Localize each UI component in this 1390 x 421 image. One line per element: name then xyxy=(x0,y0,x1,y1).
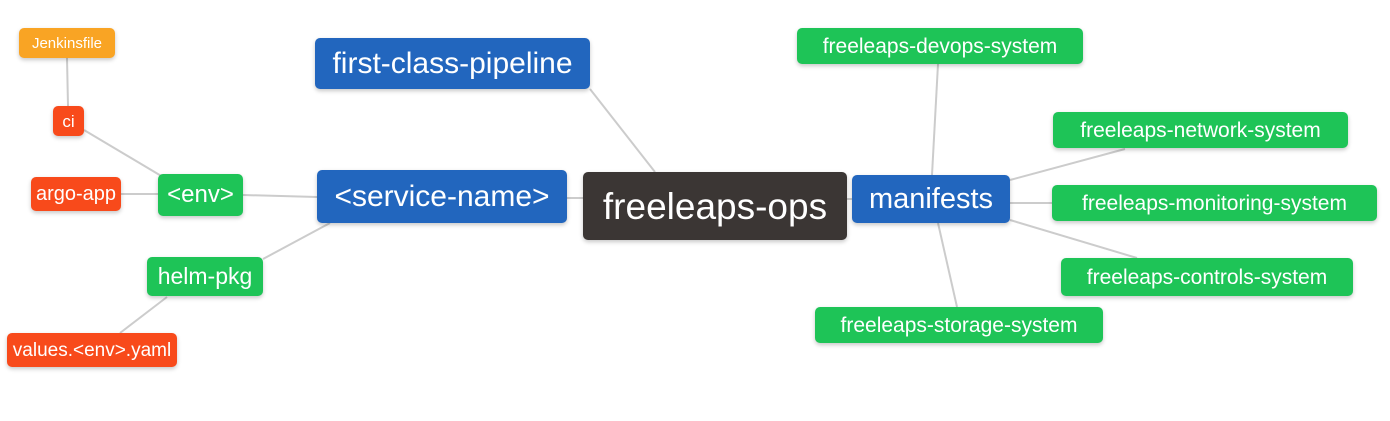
edge-manifests-to-devops-system xyxy=(931,63,939,176)
node-argo-app[interactable]: argo-app xyxy=(31,177,121,211)
edge-helm-pkg-to-service-name xyxy=(262,222,331,260)
node-values-env-yaml[interactable]: values.<env>.yaml xyxy=(7,333,177,367)
node-monitoring-system[interactable]: freeleaps-monitoring-system xyxy=(1052,185,1377,221)
edge-first-class-pipeline-to-freeleaps-ops xyxy=(589,88,656,173)
node-freeleaps-ops[interactable]: freeleaps-ops xyxy=(583,172,847,240)
node-first-class-pipeline[interactable]: first-class-pipeline xyxy=(315,38,590,89)
edge-manifests-to-storage-system xyxy=(937,222,958,308)
node-devops-system[interactable]: freeleaps-devops-system xyxy=(797,28,1083,64)
edge-manifests-to-network-system xyxy=(1009,148,1126,181)
edge-jenkinsfile-to-ci xyxy=(66,57,69,107)
node-storage-system[interactable]: freeleaps-storage-system xyxy=(815,307,1103,343)
node-network-system[interactable]: freeleaps-network-system xyxy=(1053,112,1348,148)
edge-manifests-to-controls-system xyxy=(1009,219,1138,259)
node-controls-system[interactable]: freeleaps-controls-system xyxy=(1061,258,1353,296)
node-helm-pkg[interactable]: helm-pkg xyxy=(147,257,263,296)
node-env[interactable]: <env> xyxy=(158,174,243,216)
node-jenkinsfile[interactable]: Jenkinsfile xyxy=(19,28,115,58)
node-ci[interactable]: ci xyxy=(53,106,84,136)
node-manifests[interactable]: manifests xyxy=(852,175,1010,223)
edge-values-env-yaml-to-helm-pkg xyxy=(119,296,168,334)
edge-ci-to-env xyxy=(83,129,164,178)
edge-env-to-service-name xyxy=(242,194,318,198)
node-service-name[interactable]: <service-name> xyxy=(317,170,567,223)
